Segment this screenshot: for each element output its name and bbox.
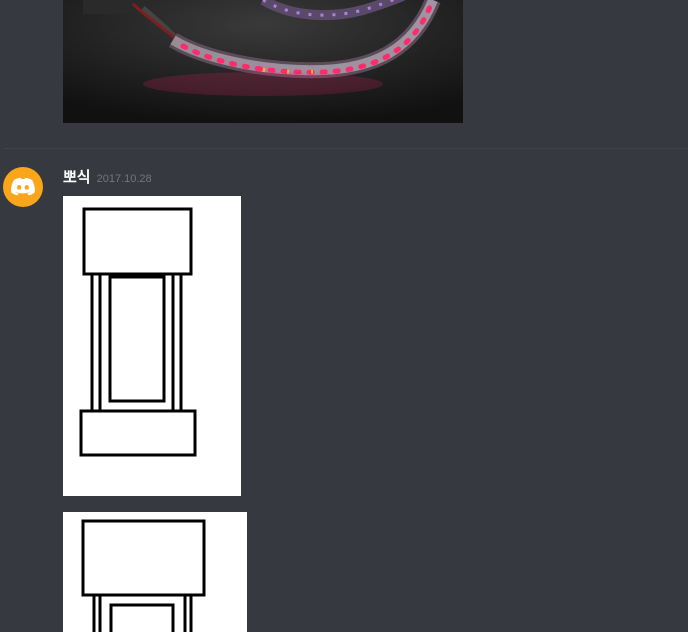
username[interactable]: 뽀식 bbox=[63, 168, 91, 186]
image-attachment-led-strip[interactable] bbox=[63, 0, 463, 123]
image-attachment-sketch-2[interactable] bbox=[63, 512, 247, 632]
discord-logo-icon bbox=[11, 177, 35, 196]
user-avatar[interactable] bbox=[3, 167, 43, 207]
timestamp[interactable]: 2017.10.28 bbox=[96, 173, 152, 185]
sketch-drawing-image bbox=[79, 207, 197, 457]
image-attachment-sketch-1[interactable] bbox=[63, 196, 241, 496]
message-divider bbox=[4, 148, 688, 149]
led-strip-photo-image bbox=[63, 0, 463, 123]
sketch-drawing-image bbox=[81, 519, 206, 632]
message-header: 뽀식 2017.10.28 bbox=[63, 166, 152, 187]
